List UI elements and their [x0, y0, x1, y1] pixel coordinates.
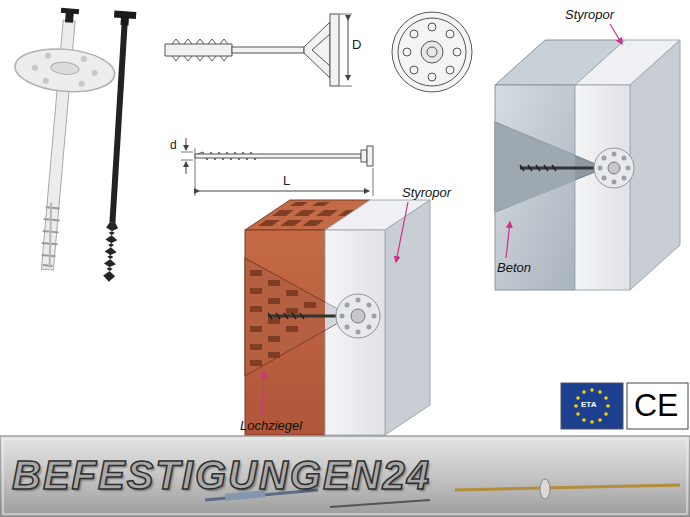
concrete-wall-figure: [495, 40, 680, 290]
white-dowel-photo: [0, 4, 120, 274]
shop-banner: [0, 436, 690, 517]
dimension-label: d: [170, 139, 177, 152]
brick-wall-figure: [245, 200, 430, 435]
dimension-label: L: [283, 174, 290, 188]
material-label: Styropor: [565, 8, 614, 22]
black-nail-photo: [98, 11, 137, 283]
material-label: Styropor: [402, 186, 451, 200]
dimension-label: D: [352, 38, 361, 52]
leader-lines: [262, 24, 622, 416]
material-label: Beton: [497, 261, 531, 275]
ce-mark-text: CE: [634, 388, 678, 423]
material-label: Lochziegel: [240, 419, 302, 433]
banner-title: BEFESTIGUNGEN24: [12, 453, 431, 497]
nail-drawing: [181, 138, 373, 196]
disc-front-drawing: [392, 12, 472, 92]
eta-ce-marks: [561, 383, 688, 429]
eta-mark-text: ETA: [581, 401, 596, 410]
dowel-side-drawing: [165, 14, 352, 86]
